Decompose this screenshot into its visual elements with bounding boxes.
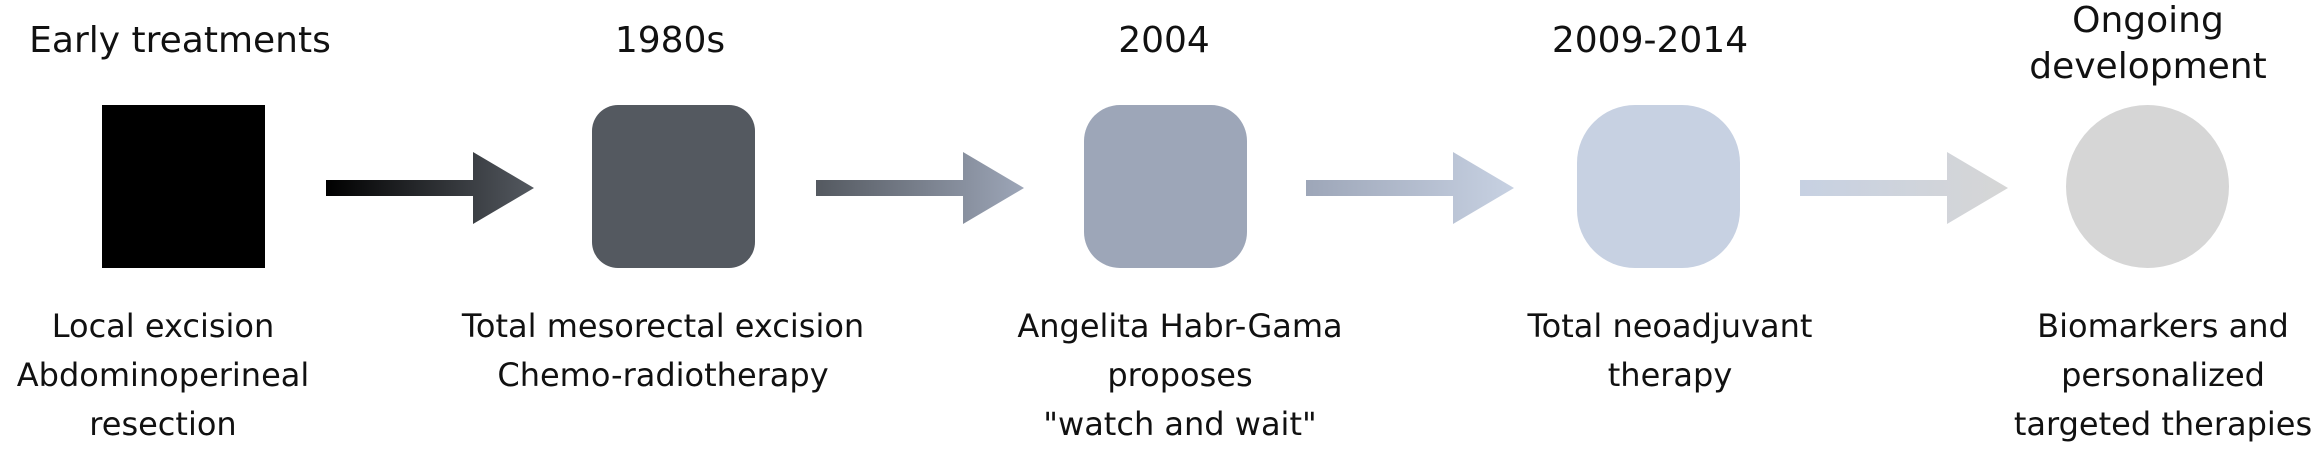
- arrow-1: [326, 152, 534, 224]
- arrow-3: [1306, 152, 1514, 224]
- stage-5-description: Biomarkers and personalized targeted the…: [1953, 302, 2314, 449]
- desc-line: resection: [89, 405, 237, 443]
- desc-line: "watch and wait": [1043, 405, 1317, 443]
- stage-2-description: Total mesorectal excision Chemo-radiothe…: [453, 302, 873, 400]
- arrow-2: [816, 152, 1024, 224]
- stage-4-title: 2009-2014: [1490, 18, 1810, 64]
- desc-line: Total mesorectal excision: [461, 307, 865, 345]
- title-line: 1980s: [614, 20, 726, 61]
- desc-line: therapy: [1607, 356, 1733, 394]
- desc-line: proposes: [1107, 356, 1253, 394]
- arrow-4-shape: [1800, 152, 2008, 224]
- desc-line: Abdominoperineal: [16, 356, 310, 394]
- stage-1-title: Early treatments: [20, 18, 340, 64]
- desc-line: Local excision: [51, 307, 275, 345]
- stage-2-title: 1980s: [510, 18, 830, 64]
- stage-3-description: Angelita Habr-Gama proposes "watch and w…: [970, 302, 1390, 449]
- stage-5-title: Ongoing development: [1988, 0, 2308, 90]
- desc-line: Angelita Habr-Gama: [1017, 307, 1343, 345]
- desc-line: targeted therapies: [2013, 405, 2313, 443]
- stage-4-squircle: [1577, 105, 1740, 268]
- stage-1-description: Local excision Abdominoperineal resectio…: [0, 302, 373, 449]
- title-line: development: [2029, 46, 2267, 87]
- arrow-1-shape: [326, 152, 534, 224]
- desc-line: Biomarkers and: [2037, 307, 2289, 345]
- stage-4-description: Total neoadjuvant therapy: [1460, 302, 1880, 400]
- stage-2-rounded-square: [592, 105, 755, 268]
- stage-3-title: 2004: [1004, 18, 1324, 64]
- title-line: Early treatments: [29, 20, 331, 61]
- desc-line: Total neoadjuvant: [1527, 307, 1813, 345]
- stage-3-rounded-square: [1084, 105, 1247, 268]
- title-line: 2009-2014: [1551, 20, 1749, 61]
- title-line: 2004: [1118, 20, 1210, 61]
- arrow-2-shape: [816, 152, 1024, 224]
- desc-line: personalized: [2061, 356, 2265, 394]
- arrow-4: [1800, 152, 2008, 224]
- stage-1-square: [102, 105, 265, 268]
- desc-line: Chemo-radiotherapy: [497, 356, 829, 394]
- arrow-3-shape: [1306, 152, 1514, 224]
- title-line: Ongoing: [2072, 0, 2224, 41]
- stage-5-circle: [2066, 105, 2229, 268]
